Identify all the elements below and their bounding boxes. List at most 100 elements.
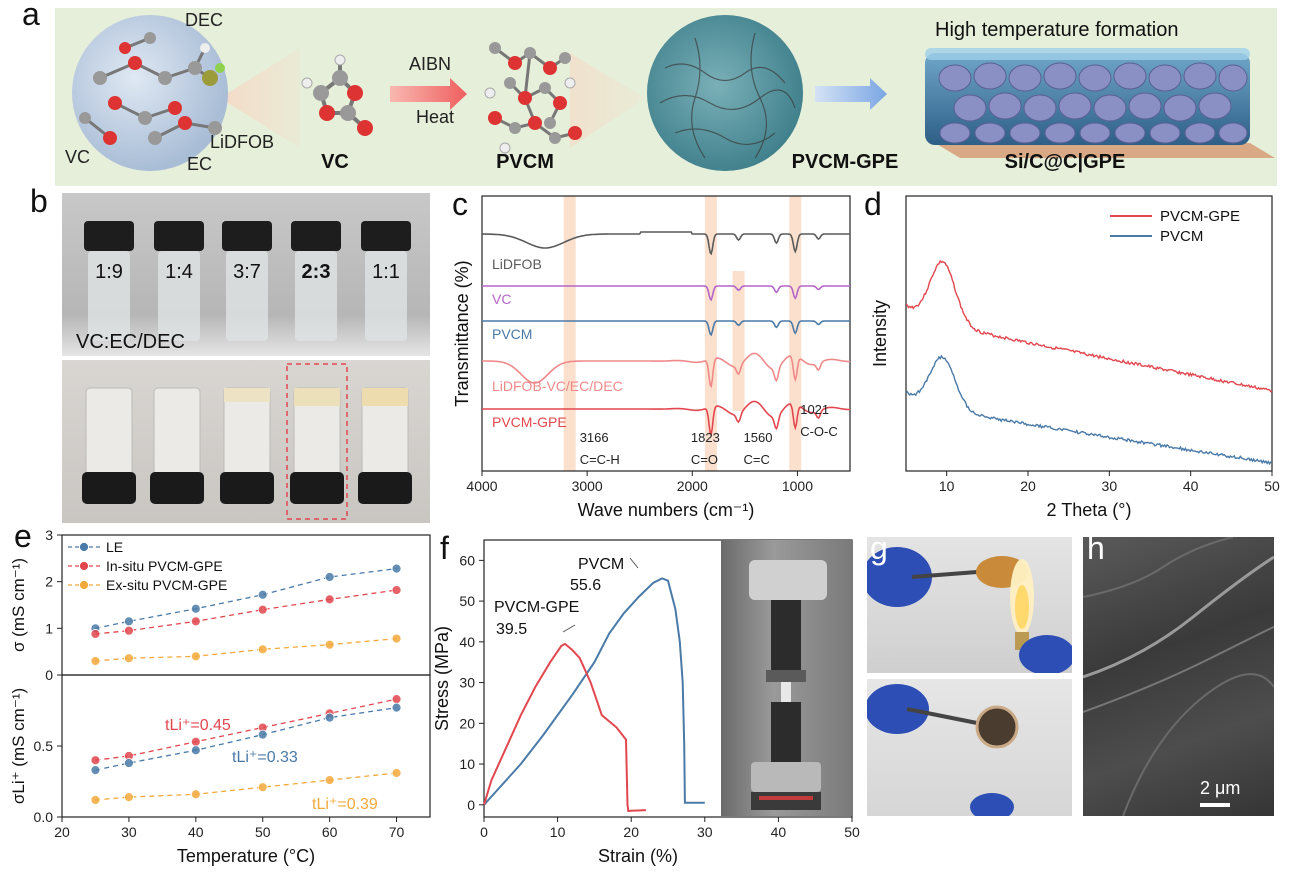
y-axis-label: Intensity: [870, 300, 890, 367]
data-point: [324, 572, 335, 582]
panel-label-h: h: [1087, 530, 1105, 566]
transference-label: tLi⁺=0.33: [232, 749, 298, 766]
series-line: [483, 642, 646, 812]
vial-row-top: [84, 221, 411, 341]
data-point: [391, 563, 402, 574]
tensile-tester-photo: [721, 540, 852, 816]
data-point: [257, 589, 268, 600]
data-point: [257, 604, 268, 615]
panel-label-c: c: [452, 186, 468, 222]
label-aibn: AIBN: [409, 54, 451, 74]
annotation-bond: C-O-C: [800, 424, 838, 439]
x-tick-label: 1000: [782, 478, 813, 494]
flame-test-photo-top: [867, 537, 1072, 673]
panel-label-e: e: [14, 518, 32, 554]
y-tick-label: 3: [45, 527, 53, 543]
cone-left: [220, 48, 300, 148]
y-tick-label: 40: [459, 634, 475, 650]
y-tick-label: 20: [459, 715, 475, 731]
series-line: [483, 577, 705, 806]
series-label: PVCM-GPE: [492, 414, 567, 430]
data-point: [324, 639, 335, 650]
data-point: [391, 633, 402, 644]
selected-vial-box: [286, 363, 348, 520]
series-line: [95, 589, 397, 635]
legend-marker: [79, 561, 89, 571]
scale-bar-label: 2 μm: [1200, 778, 1241, 798]
annotation-bond: C=O: [691, 452, 718, 467]
y-axis-label-bottom: σLi⁺ (mS cm⁻¹): [9, 688, 28, 804]
x-tick-label: 20: [623, 824, 639, 840]
x-axis-label: 2 Theta (°): [1047, 500, 1132, 520]
data-point: [391, 585, 402, 595]
x-tick-label: 30: [697, 824, 713, 840]
annotation-arrow: [562, 624, 576, 633]
gel-sphere: [647, 15, 803, 171]
series-line: [481, 231, 850, 256]
x-tick-label: 20: [1020, 478, 1036, 494]
data-point: [391, 702, 402, 713]
legend-label: In-situ PVCM-GPE: [106, 558, 223, 574]
transference-label: tLi⁺=0.45: [165, 717, 231, 734]
y-tick-label: 0.0: [34, 809, 54, 825]
data-point: [124, 792, 134, 803]
ratio-label: 1:4: [165, 261, 193, 283]
panel-label-a: a: [22, 0, 40, 32]
series-line: [95, 637, 397, 662]
vials-caption: VC:EC/DEC: [76, 331, 185, 353]
reaction-arrow: [390, 78, 467, 110]
y-axis-label-top: σ (mS cm⁻¹): [9, 558, 28, 652]
data-point: [190, 736, 201, 747]
legend-marker: [79, 580, 89, 590]
formation-arrow: [815, 78, 887, 110]
annotation-value: 1823: [691, 430, 720, 445]
data-point: [257, 782, 268, 793]
y-tick-label: 10: [459, 756, 475, 772]
legend-label: LE: [106, 539, 123, 555]
highlight-band: [732, 271, 745, 411]
x-tick-label: 50: [1264, 478, 1280, 494]
flame-test-photo-bottom: [867, 679, 1072, 816]
x-tick-label: 10: [939, 478, 955, 494]
legend-label: PVCM-GPE: [1160, 208, 1240, 225]
x-tick-label: 70: [389, 824, 405, 840]
panel-a-illustration: DEC VC LiDFOB EC VC AIBN Heat PVCM PVCM-…: [65, 10, 1275, 174]
annotation-value: 39.5: [496, 621, 527, 638]
series-line: [95, 707, 397, 771]
legend-label: Ex-situ PVCM-GPE: [106, 577, 227, 593]
series-line: [482, 320, 850, 337]
y-tick-label: 0.5: [34, 738, 54, 754]
scale-bar: [1200, 803, 1230, 807]
y-tick-label: 0: [467, 797, 475, 813]
panel-label-d: d: [864, 186, 882, 222]
panel-label-f: f: [440, 530, 449, 566]
sem-image: [1083, 537, 1274, 816]
data-point: [124, 625, 134, 636]
x-axis-label: Temperature (°C): [177, 846, 315, 866]
data-point: [90, 629, 101, 639]
annotation-value: 55.6: [570, 577, 601, 594]
x-axis-label: Wave numbers (cm⁻¹): [578, 500, 755, 520]
data-point: [190, 616, 201, 627]
plot-frame: [481, 195, 851, 472]
data-point: [90, 755, 101, 766]
data-point: [391, 694, 402, 705]
x-axis-label: Strain (%): [598, 846, 678, 866]
annotation-name: PVCM-GPE: [494, 599, 579, 616]
label-heat: Heat: [416, 107, 454, 127]
plot-frame-top: [61, 534, 431, 676]
data-point: [124, 653, 134, 664]
vials-photo-top: 1:9 1:4 3:7 2:3 1:1 VC:EC/DEC: [62, 193, 430, 356]
x-tick-label: 40: [1183, 478, 1199, 494]
conductivity-chart: LE In-situ PVCM-GPE Ex-situ PVCM-GPE tLi⁺=0…: [9, 527, 431, 866]
data-point: [90, 656, 101, 666]
highlight-band: [563, 196, 576, 471]
series-label: LiDFOB-VC/EC/DEC: [492, 378, 623, 394]
data-point: [257, 729, 268, 740]
x-tick-label: 60: [322, 824, 338, 840]
annotation-bond: C=C: [744, 452, 770, 467]
series-line: [482, 400, 850, 437]
label-formation: High temperature formation: [935, 19, 1178, 41]
x-tick-label: 50: [844, 824, 860, 840]
